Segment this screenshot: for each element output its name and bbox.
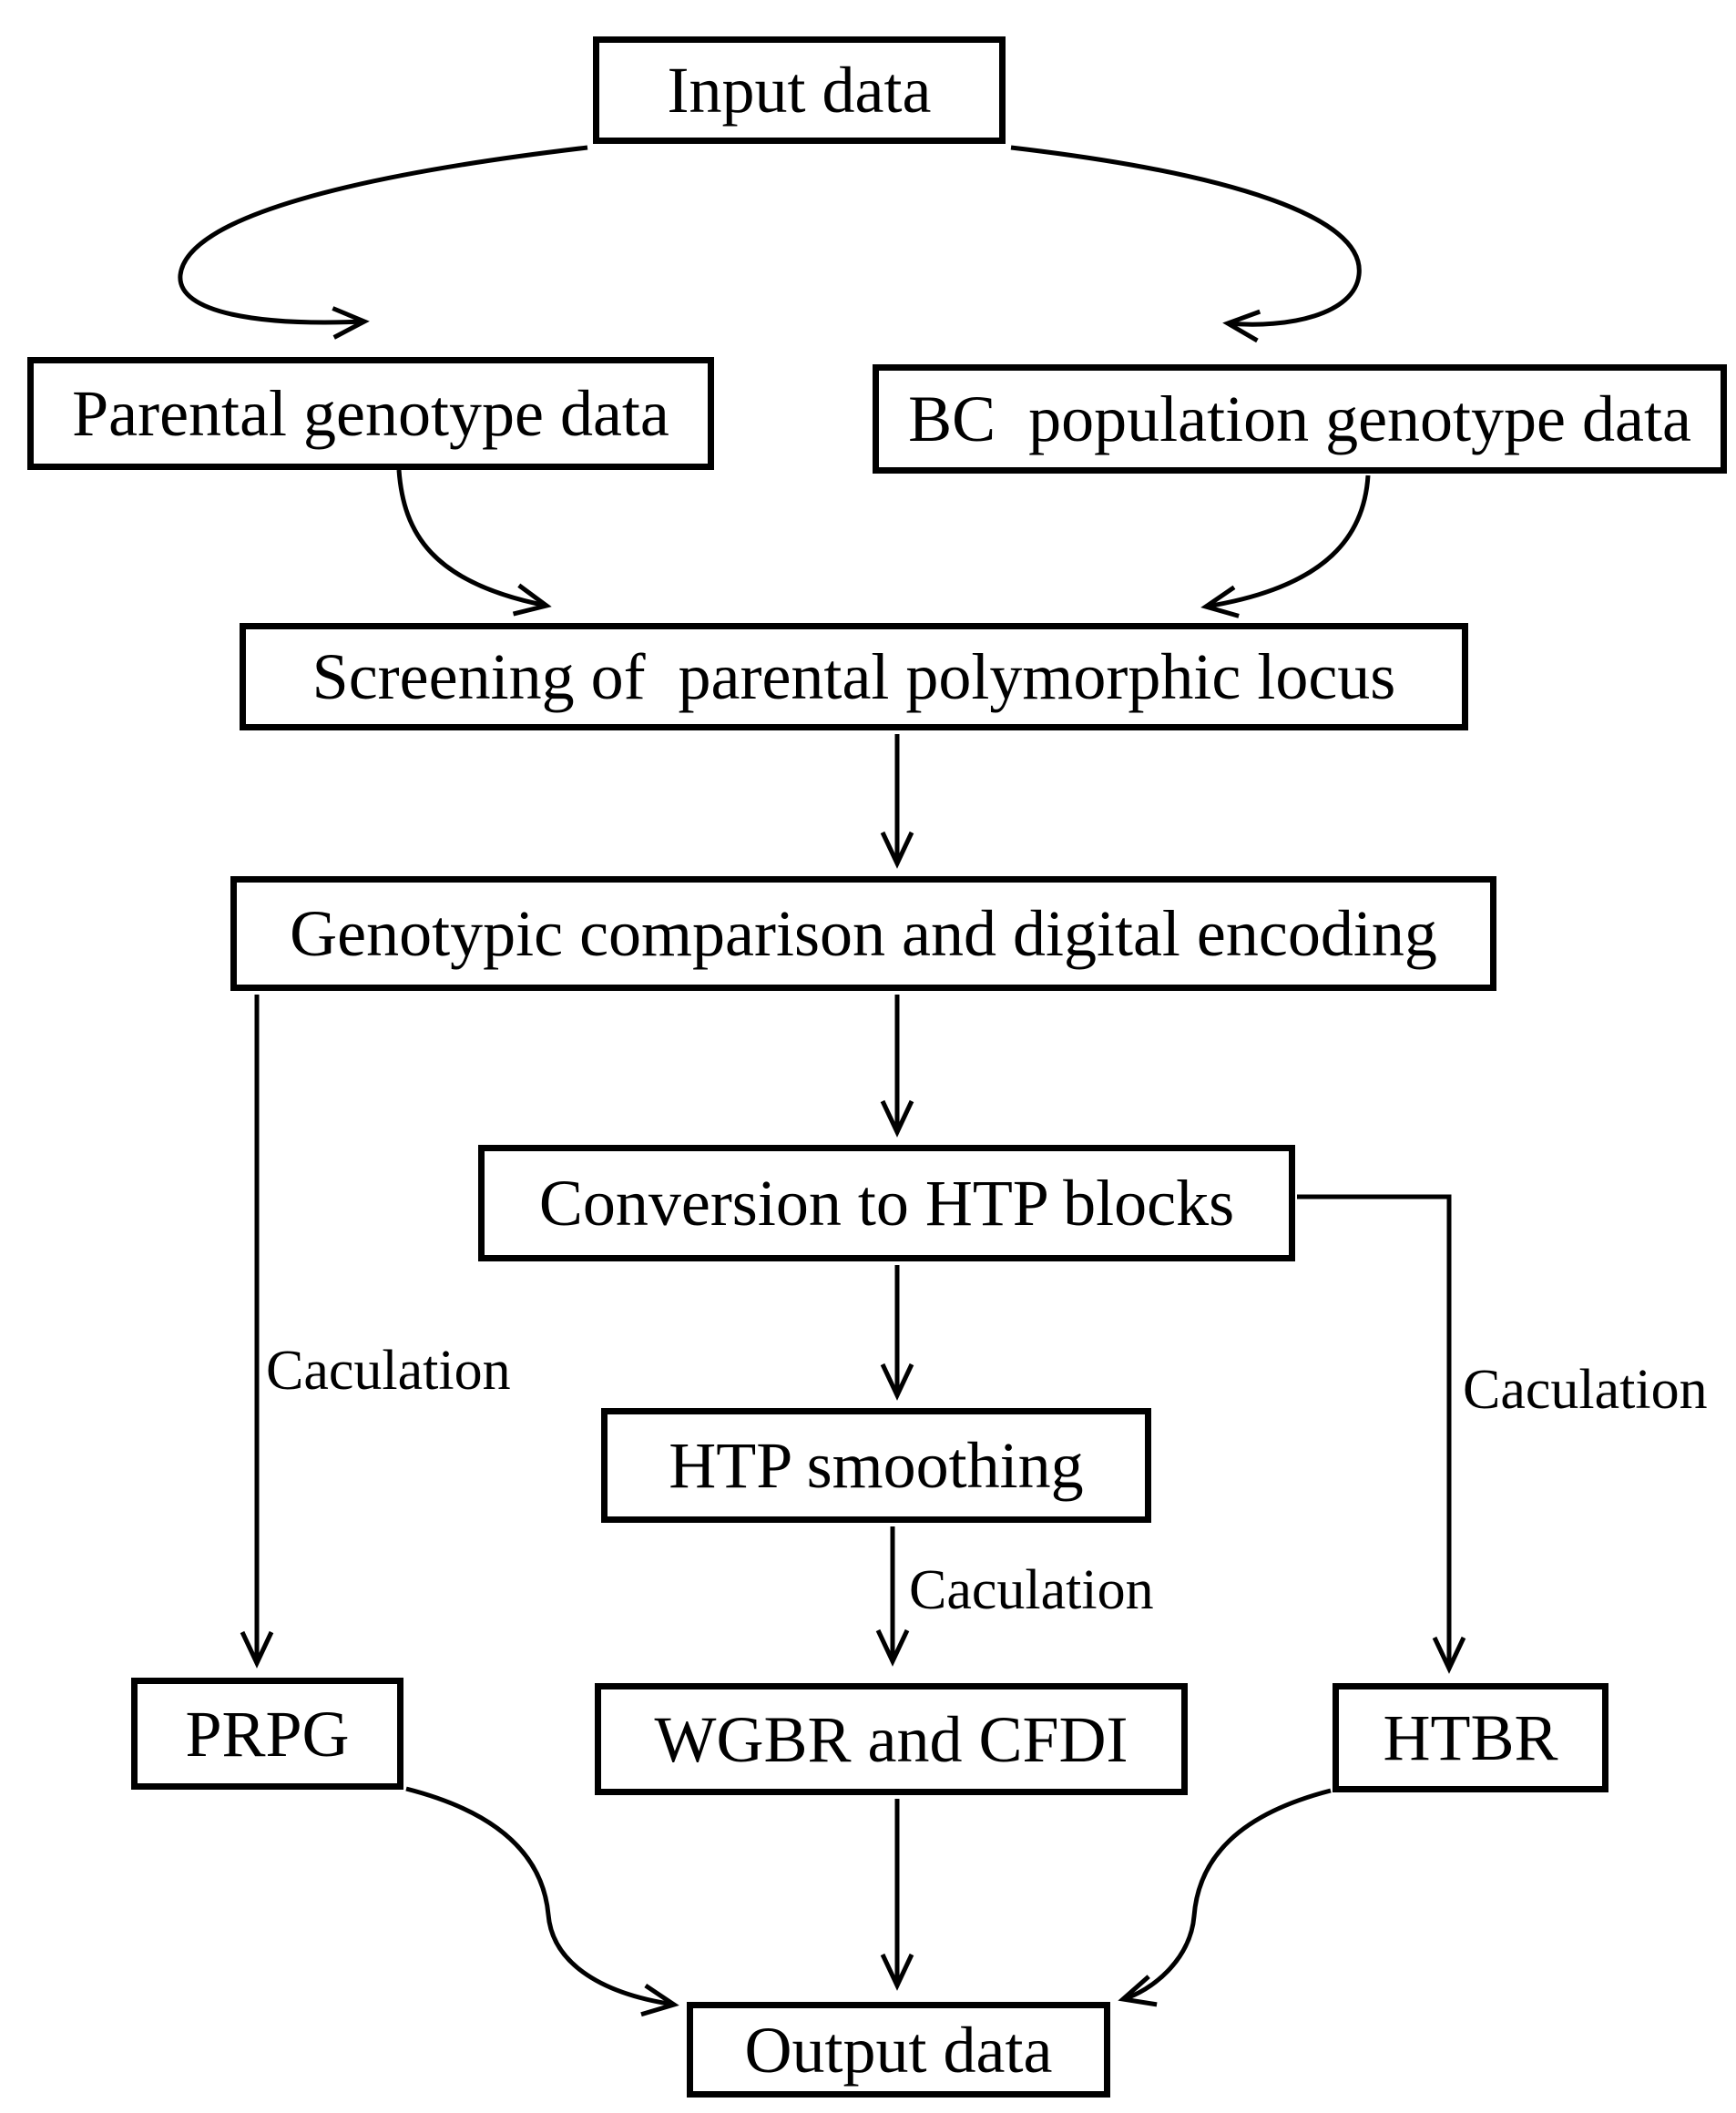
node-htbr-label: HTBR — [1383, 1701, 1558, 1774]
node-screening-parental-polymorphic-locus: Screening of parental polymorphic locus — [240, 623, 1468, 730]
node-prpg-label: PRPG — [185, 1697, 350, 1771]
node-htp-smoothing-label: HTP smoothing — [669, 1429, 1084, 1502]
node-prpg: PRPG — [131, 1678, 403, 1790]
edge-label-caculation-left: Caculation — [266, 1340, 511, 1402]
node-wgbr-and-cfdi: WGBR and CFDI — [595, 1683, 1188, 1795]
node-genotypic-comparison-digital-encoding-label: Genotypic comparison and digital encodin… — [290, 897, 1437, 970]
node-input-data: Input data — [593, 36, 1006, 144]
node-genotypic-comparison-digital-encoding: Genotypic comparison and digital encodin… — [230, 876, 1496, 991]
edge-htbr-to-output — [1118, 1788, 1332, 2007]
node-bc-population-genotype-data: BC population genotype data — [873, 364, 1727, 474]
edge-conversion-to-htbr — [1297, 1194, 1466, 1674]
node-parental-genotype-data: Parental genotype data — [27, 357, 714, 470]
node-screening-parental-polymorphic-locus-label: Screening of parental polymorphic locus — [311, 640, 1396, 713]
edge-input-to-bc — [1010, 145, 1362, 343]
node-output-data-label: Output data — [744, 2013, 1053, 2087]
node-conversion-to-htp-blocks-label: Conversion to HTP blocks — [538, 1167, 1235, 1240]
node-htbr: HTBR — [1333, 1683, 1608, 1792]
node-input-data-label: Input data — [667, 54, 932, 127]
edge-input-to-parental — [178, 145, 588, 340]
edge-bc-to-screening — [1200, 475, 1371, 618]
node-htp-smoothing: HTP smoothing — [601, 1408, 1151, 1523]
node-conversion-to-htp-blocks: Conversion to HTP blocks — [478, 1145, 1295, 1261]
edge-label-caculation-center: Caculation — [909, 1559, 1154, 1621]
node-bc-population-genotype-data-label: BC population genotype data — [908, 383, 1691, 455]
edge-parental-to-screening — [396, 469, 552, 617]
node-parental-genotype-data-label: Parental genotype data — [72, 377, 669, 450]
node-output-data: Output data — [687, 2002, 1110, 2098]
edge-prpg-to-output — [405, 1786, 679, 2017]
edge-label-caculation-right: Caculation — [1463, 1359, 1708, 1421]
node-wgbr-and-cfdi-label: WGBR and CFDI — [654, 1702, 1128, 1776]
